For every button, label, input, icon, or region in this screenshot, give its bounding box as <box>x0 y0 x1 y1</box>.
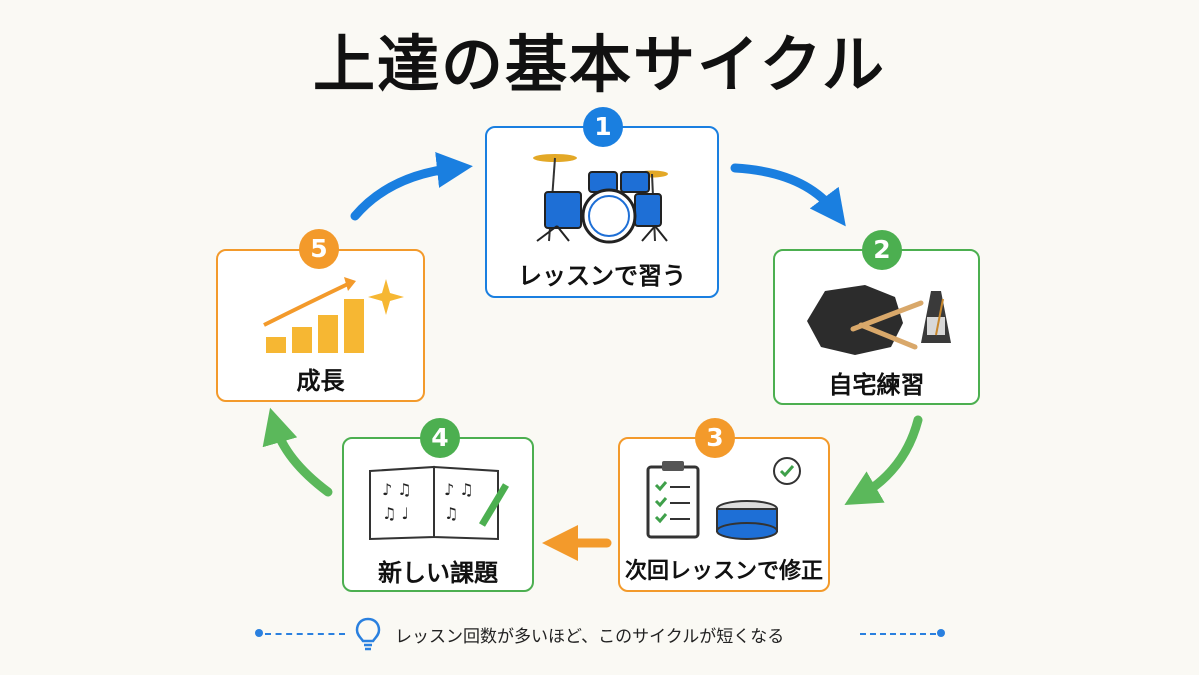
lightbulb-icon <box>355 617 381 651</box>
dashed-line-left <box>265 633 345 635</box>
svg-text:♪ ♫: ♪ ♫ <box>444 480 474 499</box>
step-card-lesson: レッスンで習う <box>485 126 719 298</box>
arrow-2-to-3 <box>844 415 923 506</box>
step-label: 自宅練習 <box>828 371 925 399</box>
arrow-5-to-1 <box>350 152 473 221</box>
step-label: 成長 <box>296 367 345 395</box>
svg-text:♫: ♫ <box>444 504 458 523</box>
step-number-badge: 3 <box>695 418 735 458</box>
drum-kit-icon <box>533 154 668 244</box>
music-book-pencil-icon: ♪ ♫ ♫ ♩ ♪ ♫ ♫ <box>369 465 510 541</box>
checklist-snare-icon <box>646 457 801 540</box>
svg-text:♫ ♩: ♫ ♩ <box>382 504 409 523</box>
dot-left <box>255 629 263 637</box>
step-card-next-lesson-fix: 次回レッスンで修正 <box>618 437 830 592</box>
step-number-badge: 5 <box>299 229 339 269</box>
step-number-badge: 4 <box>420 418 460 458</box>
step-number-badge: 2 <box>862 230 902 270</box>
svg-text:♪ ♫: ♪ ♫ <box>382 480 412 499</box>
step-card-new-assignment: ♪ ♫ ♫ ♩ ♪ ♫ ♫ 新しい課題 <box>342 437 534 592</box>
step-card-home-practice: 自宅練習 <box>773 249 980 405</box>
footer-note: レッスン回数が多いほど、このサイクルが短くなる <box>255 617 945 651</box>
step-label: レッスンで習う <box>518 262 686 290</box>
step-card-growth: 成長 <box>216 249 425 402</box>
practice-pad-metronome-icon <box>807 285 951 355</box>
step-number-badge: 1 <box>583 107 623 147</box>
growth-chart-icon <box>263 277 404 353</box>
arrow-4-to-5 <box>262 407 333 497</box>
page-title: 上達の基本サイクル <box>313 28 886 101</box>
arrow-1-to-2 <box>730 163 846 227</box>
footer-note-text: レッスン回数が多いほど、このサイクルが短くなる <box>395 627 785 647</box>
dot-right <box>937 629 945 637</box>
step-label: 新しい課題 <box>378 559 498 587</box>
dashed-line-right <box>860 633 936 635</box>
step-label: 次回レッスンで修正 <box>624 559 823 584</box>
